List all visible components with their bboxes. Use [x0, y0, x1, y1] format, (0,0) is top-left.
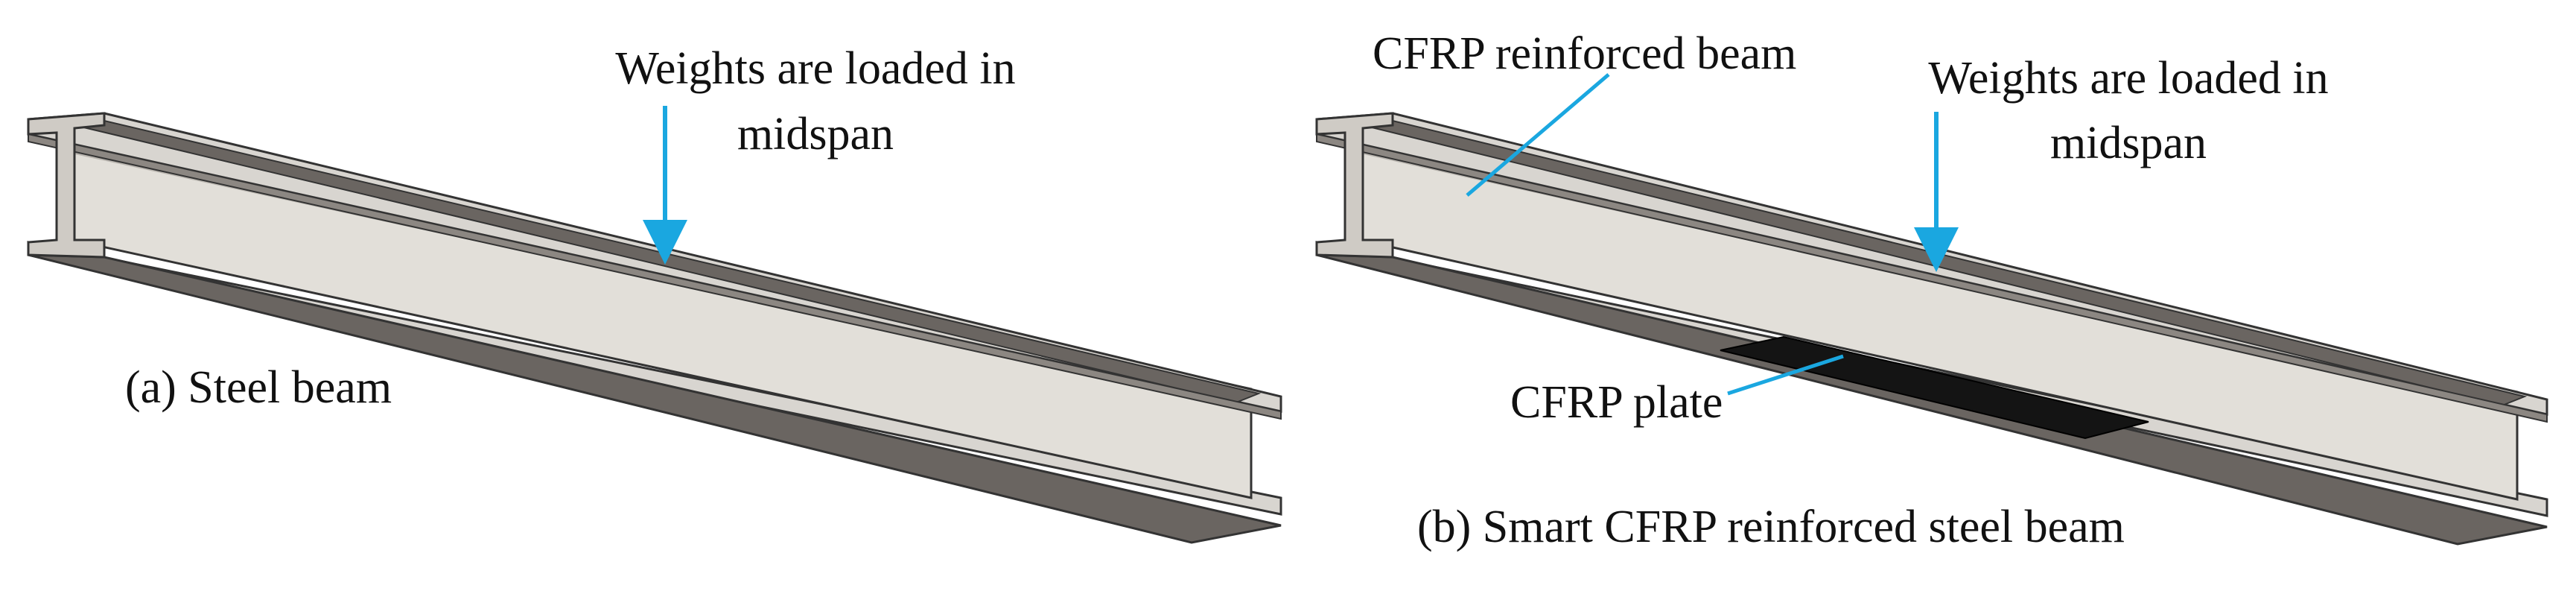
load-label-line2: midspan — [2050, 118, 2207, 168]
panel-a-caption: (a) Steel beam — [125, 362, 392, 413]
plate-label-leader — [1727, 354, 1844, 396]
top-flange-front-edge — [28, 133, 1282, 420]
panel-b-caption: (b) Smart CFRP reinforced steel beam — [1417, 502, 2125, 552]
beam-label: CFRP reinforced beam — [1373, 28, 1796, 79]
load-label-line1: Weights are loaded in — [1928, 53, 2328, 104]
beam-end-section — [27, 112, 106, 259]
panel-a-steel-beam: Weights are loaded in midspan (a) Steel … — [27, 43, 1282, 544]
beam-end-section — [1315, 112, 1394, 259]
panel-b-cfrp-beam: CFRP reinforced beam Weights are loaded … — [1315, 28, 2548, 552]
top-flange-front-edge — [1316, 133, 2548, 423]
load-label-line2: midspan — [737, 109, 894, 159]
load-label-line1: Weights are loaded in — [615, 43, 1015, 94]
plate-label: CFRP plate — [1510, 377, 1723, 428]
beam-label-leader — [1466, 73, 1610, 197]
